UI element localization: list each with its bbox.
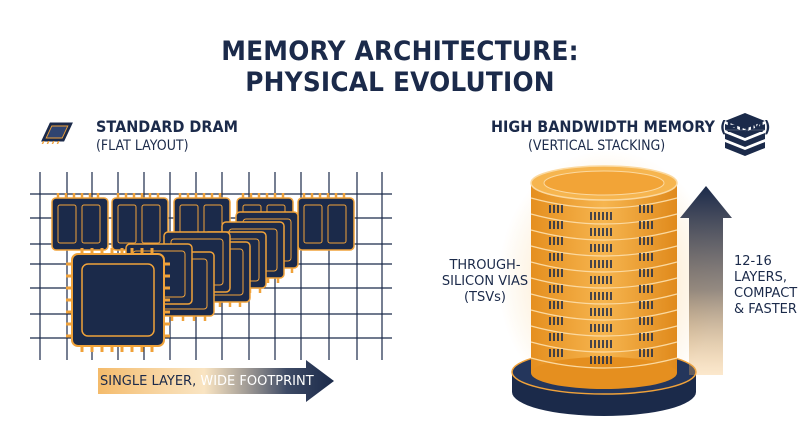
- dram-chip-large: [66, 248, 170, 352]
- layers-label: 12-16 LAYERS, COMPACT & FASTER: [734, 254, 797, 318]
- hbm-title: HIGH BANDWIDTH MEMORY (HBM): [491, 117, 771, 136]
- title-line-1: MEMORY ARCHITECTURE:: [221, 36, 579, 67]
- layers-label-line-2: LAYERS,: [734, 270, 787, 285]
- chip-icon: [41, 122, 73, 144]
- title-line-2: PHYSICAL EVOLUTION: [245, 67, 555, 98]
- layers-arrow: [680, 186, 732, 375]
- dram-title: STANDARD DRAM: [96, 117, 238, 136]
- dram-chip: [111, 193, 169, 251]
- layers-label-line-4: & FASTER: [734, 302, 797, 317]
- dram-chip: [51, 193, 109, 251]
- tsv-label: THROUGH- SILICON VIAS (TSVs): [440, 258, 530, 306]
- layers-label-line-1: 12-16: [734, 254, 772, 269]
- tsv-label-line-1: THROUGH-: [449, 258, 521, 273]
- footprint-label-part-1: SINGLE LAYER,: [100, 374, 197, 389]
- footprint-arrow: [98, 360, 334, 402]
- hbm-subtitle: (VERTICAL STACKING): [528, 138, 666, 154]
- footprint-label: SINGLE LAYER, WIDE FOOTPRINT: [100, 374, 314, 389]
- stack-icon: [725, 113, 765, 156]
- layers-label-line-3: COMPACT: [734, 286, 798, 301]
- dram-chip: [297, 193, 355, 251]
- dram-chips: [51, 193, 355, 352]
- tsv-label-line-3: (TSVs): [463, 290, 506, 305]
- dram-subtitle: (FLAT LAYOUT): [96, 138, 189, 154]
- page-title: MEMORY ARCHITECTURE: PHYSICAL EVOLUTION: [32, 36, 768, 98]
- tsv-label-line-2: SILICON VIAS: [441, 274, 529, 289]
- hbm-stack: [498, 150, 718, 416]
- footprint-label-part-2: WIDE FOOTPRINT: [200, 374, 314, 389]
